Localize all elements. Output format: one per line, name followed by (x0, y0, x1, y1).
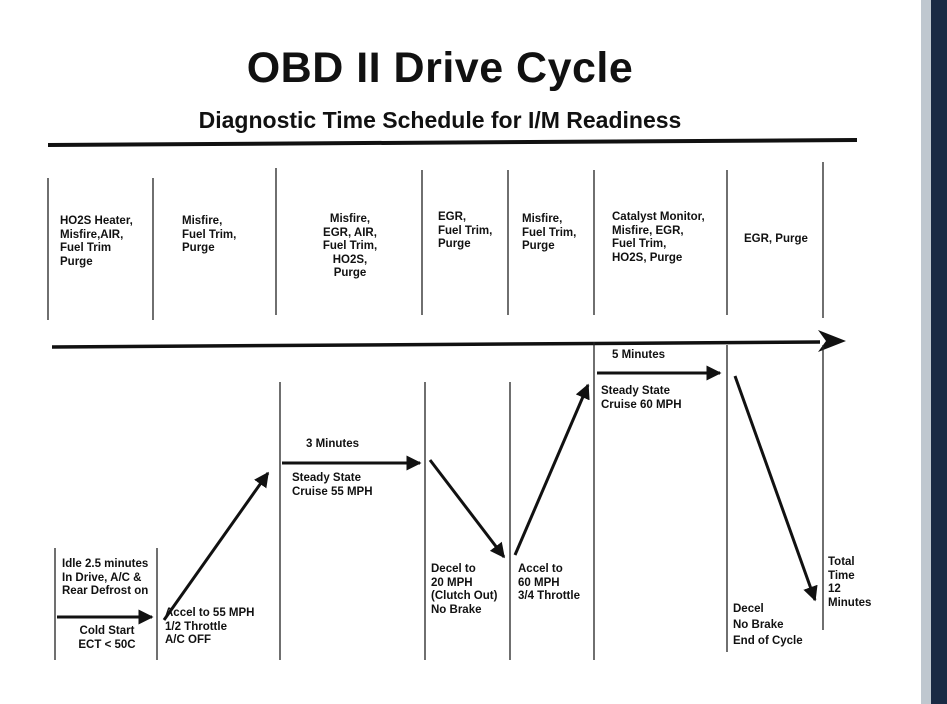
accel-60-label: Accel to 60 MPH 3/4 Throttle (518, 563, 580, 602)
speed-trace (57, 365, 818, 625)
three-minutes-label: 3 Minutes (306, 438, 360, 450)
monitor-label-7: EGR, Purge (744, 233, 808, 245)
monitor-label-2: Misfire, Fuel Trim, Purge (182, 215, 237, 254)
cruise-60-label: Steady State Cruise 60 MPH (601, 385, 682, 411)
page-subtitle: Diagnostic Time Schedule for I/M Readine… (198, 107, 682, 133)
scrollbar-track[interactable] (931, 0, 947, 704)
monitor-column-dividers (47, 162, 824, 320)
decel-label: Decel No Brake End of Cycle (733, 603, 803, 647)
five-minutes-label: 5 Minutes (612, 349, 666, 361)
decel-20-label: Decel to 20 MPH (Clutch Out) No Brake (431, 563, 498, 616)
title-underline (47, 138, 858, 147)
cruise-55-label: Steady State Cruise 55 MPH (292, 472, 373, 498)
accel-55-arrow (162, 471, 270, 621)
decel-20-arrow (428, 459, 506, 559)
monitor-label-4: EGR, Fuel Trim, Purge (438, 211, 493, 250)
total-time-label: Total Time 12 Minutes (828, 556, 872, 609)
window-scrollbar[interactable] (921, 0, 947, 704)
time-axis-arrow (51, 330, 846, 352)
cold-start-label: Cold Start ECT < 50C (78, 625, 136, 651)
idle-label: Idle 2.5 minutes In Drive, A/C & Rear De… (62, 558, 149, 597)
monitor-label-1: HO2S Heater, Misfire,AIR, Fuel Trim Purg… (60, 215, 133, 268)
page-title: OBD II Drive Cycle (246, 44, 634, 92)
accel-55-label: Accel to 55 MPH 1/2 Throttle A/C OFF (165, 607, 255, 646)
monitor-label-5: Misfire, Fuel Trim, Purge (522, 213, 577, 252)
accel-60-arrow (513, 383, 590, 556)
monitor-label-6: Catalyst Monitor, Misfire, EGR, Fuel Tri… (612, 211, 705, 264)
decel-arrow (733, 375, 818, 602)
step-column-dividers (54, 342, 824, 660)
monitor-label-3: Misfire, EGR, AIR, Fuel Trim, HO2S, Purg… (322, 213, 378, 279)
